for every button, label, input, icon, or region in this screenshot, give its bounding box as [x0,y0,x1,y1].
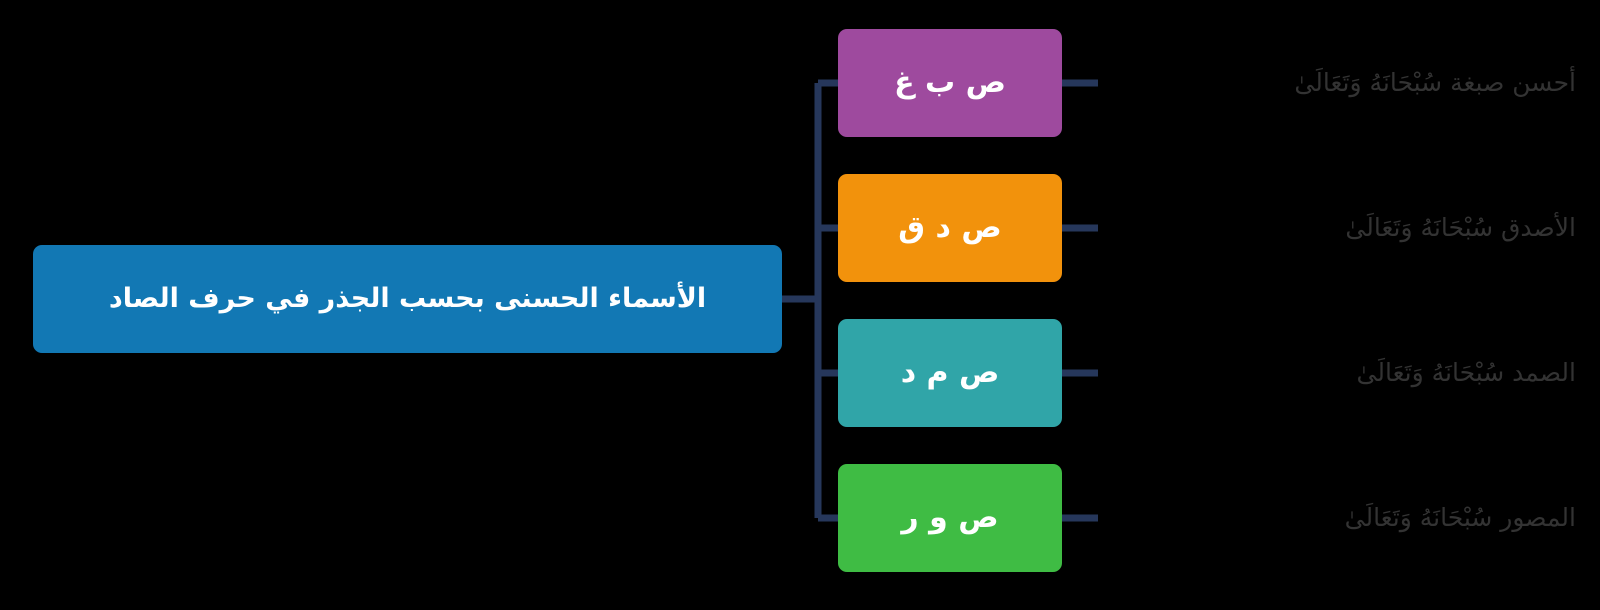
branch-node-sad-waw-ra[interactable]: ص و ر [838,464,1062,572]
branch-node-sad-ba-ghayn[interactable]: ص ب غ [838,29,1062,137]
branch-node-sad-dal-qaf[interactable]: ص د ق [838,174,1062,282]
leaf-label-ahsan-sibgha: أحسن صبغة سُبْحَانَهُ وَتَعَالَىٰ [1294,67,1576,97]
leaf-label-al-asdaq: الأصدق سُبْحَانَهُ وَتَعَالَىٰ [1345,212,1576,242]
branch-node-sad-mim-dal[interactable]: ص م د [838,319,1062,427]
root-node[interactable]: الأسماء الحسنى بحسب الجذر في حرف الصاد [33,245,782,353]
leaf-label-al-musawwir: المصور سُبْحَانَهُ وَتَعَالَىٰ [1344,502,1576,532]
leaf-label-as-samad: الصمد سُبْحَانَهُ وَتَعَالَىٰ [1356,357,1576,387]
